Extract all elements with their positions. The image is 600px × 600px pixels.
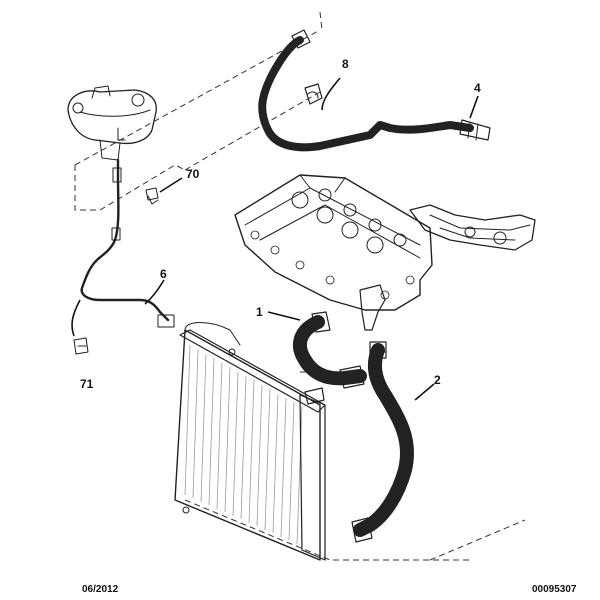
bleed-pipe [80,158,175,328]
leader-70 [159,177,183,193]
dashed-guide-lines [74,11,526,561]
hose-1 [292,311,367,389]
leader-8 [321,77,341,111]
leader-71 [71,299,81,337]
callout-6: 6 [160,267,167,281]
callout-1: 1 [256,305,263,319]
footer-date: 06/2012 [82,584,119,595]
upper-hose [258,29,491,152]
clip-8 [304,83,323,105]
leader-2 [414,383,435,401]
callout-71: 71 [80,377,94,391]
leader-1 [267,311,301,321]
callout-70: 70 [186,167,200,181]
hose-2 [351,341,415,543]
leader-lines [71,77,479,401]
clip-71 [73,337,89,355]
footer-reference: 00095307 [532,584,577,595]
radiator [174,322,326,561]
callout-2: 2 [434,373,441,387]
outlet-manifold [409,204,536,251]
clip-70 [145,187,159,205]
expansion-tank [67,85,157,161]
callout-8: 8 [342,57,349,71]
callout-4: 4 [474,81,481,95]
leader-6 [144,279,165,305]
cylinder-head [234,174,433,331]
leader-4 [469,95,479,119]
